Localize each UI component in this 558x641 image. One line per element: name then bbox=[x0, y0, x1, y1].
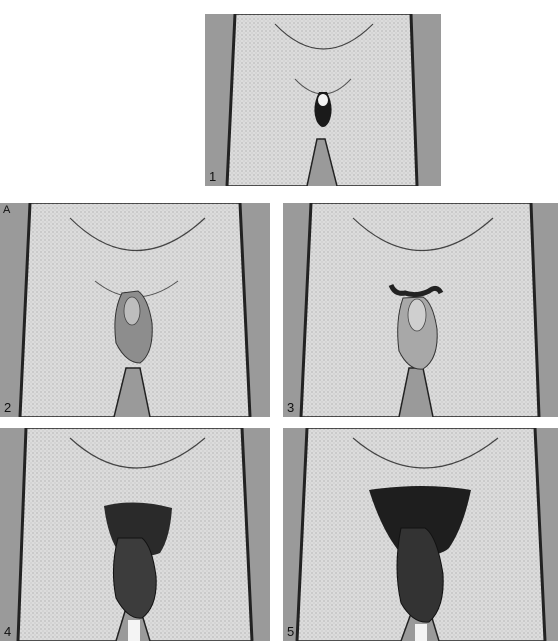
tanner-stage-3-panel: 3 bbox=[283, 203, 558, 417]
torso-illustration-3 bbox=[283, 203, 558, 417]
tanner-stage-1-panel: 1 bbox=[205, 14, 441, 186]
stage-label: 3 bbox=[287, 401, 294, 414]
torso-illustration-1 bbox=[205, 14, 441, 186]
corner-mark: A bbox=[3, 205, 10, 216]
torso-illustration-2 bbox=[0, 203, 270, 417]
stage-label: 1 bbox=[209, 170, 216, 183]
tanner-stage-5-panel: 5 bbox=[283, 428, 558, 641]
stage-label: 4 bbox=[4, 625, 11, 638]
torso-illustration-5 bbox=[283, 428, 558, 641]
torso-illustration-4 bbox=[0, 428, 270, 641]
tanner-stage-2-panel: A 2 bbox=[0, 203, 270, 417]
stage-label: 2 bbox=[4, 401, 11, 414]
stage-label: 5 bbox=[287, 625, 294, 638]
tanner-stage-4-panel: 4 bbox=[0, 428, 270, 641]
